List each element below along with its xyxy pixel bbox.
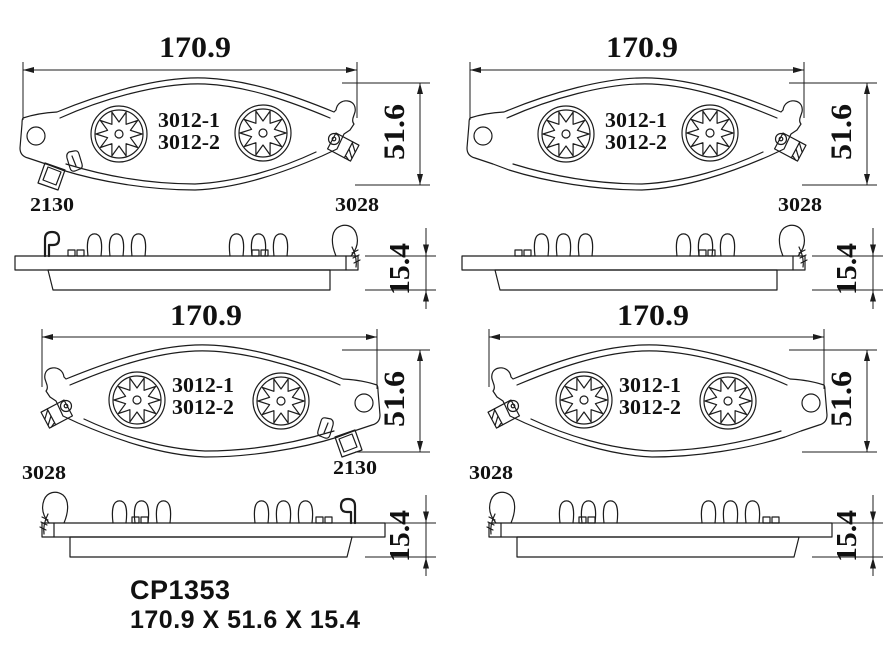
- width-dimension: [22, 62, 358, 120]
- view-bottom-right: 170.9 51.6 15.4 3012-1 3012-2 3028: [469, 299, 883, 576]
- thickness-dimension-label: 15.4: [385, 243, 416, 295]
- height-dimension-label: 51.6: [825, 371, 858, 427]
- clip-2130-hook: [43, 230, 61, 258]
- clip-2130-hook: [339, 497, 357, 525]
- width-dimension-label: 170.9: [617, 299, 689, 332]
- width-dimension: [469, 62, 805, 120]
- backing-code-line2: 3012-2: [605, 130, 667, 154]
- width-dimension: [41, 329, 378, 389]
- clip-code-label: 2130: [30, 194, 74, 216]
- overall-dimensions-label: 170.9 X 51.6 X 15.4: [130, 606, 361, 634]
- width-dimension: [488, 329, 825, 389]
- width-dimension-label: 170.9: [606, 31, 678, 64]
- clip-2130-lug: [317, 417, 363, 458]
- width-dimension-label: 170.9: [170, 299, 242, 332]
- backing-code-line1: 3012-1: [158, 108, 220, 132]
- footer: CP1353 170.9 X 51.6 X 15.4: [130, 575, 361, 634]
- thickness-dimension-label: 15.4: [832, 510, 863, 562]
- width-dimension-label: 170.9: [159, 31, 231, 64]
- backing-code-line2: 3012-2: [619, 395, 681, 419]
- backing-code-line1: 3012-1: [172, 373, 234, 397]
- wear-sensor-code-label: 3028: [335, 194, 379, 216]
- wear-sensor-code-label: 3028: [22, 462, 66, 484]
- backing-code-line1: 3012-1: [605, 108, 667, 132]
- height-dimension-label: 51.6: [378, 104, 411, 160]
- view-top-left: 170.9 51.6 15.4 3012-1 3012-2 2130 3028: [15, 31, 436, 309]
- clip-2130-lug: [37, 150, 83, 191]
- brake-pad-side-view: [462, 225, 807, 290]
- wear-sensor-code-label: 3028: [778, 194, 822, 216]
- thickness-dimension-label: 15.4: [385, 510, 416, 562]
- height-dimension-label: 51.6: [378, 371, 411, 427]
- backing-code-line2: 3012-2: [172, 395, 234, 419]
- clip-code-label: 2130: [333, 457, 377, 479]
- backing-code-line1: 3012-1: [619, 373, 681, 397]
- part-number-label: CP1353: [130, 575, 231, 605]
- wear-sensor-code-label: 3028: [469, 462, 513, 484]
- thickness-dimension-label: 15.4: [832, 243, 863, 295]
- height-dimension-label: 51.6: [825, 104, 858, 160]
- view-bottom-left: 170.9 51.6 15.4 3012-1 3012-2 3028 2130: [22, 299, 436, 576]
- brake-pad-side-view: [40, 492, 385, 557]
- brake-pad-side-view: [15, 225, 360, 290]
- view-top-right: 170.9 51.6 15.4 3012-1 3012-2 3028: [462, 31, 883, 309]
- backing-code-line2: 3012-2: [158, 130, 220, 154]
- brake-pad-side-view: [487, 492, 832, 557]
